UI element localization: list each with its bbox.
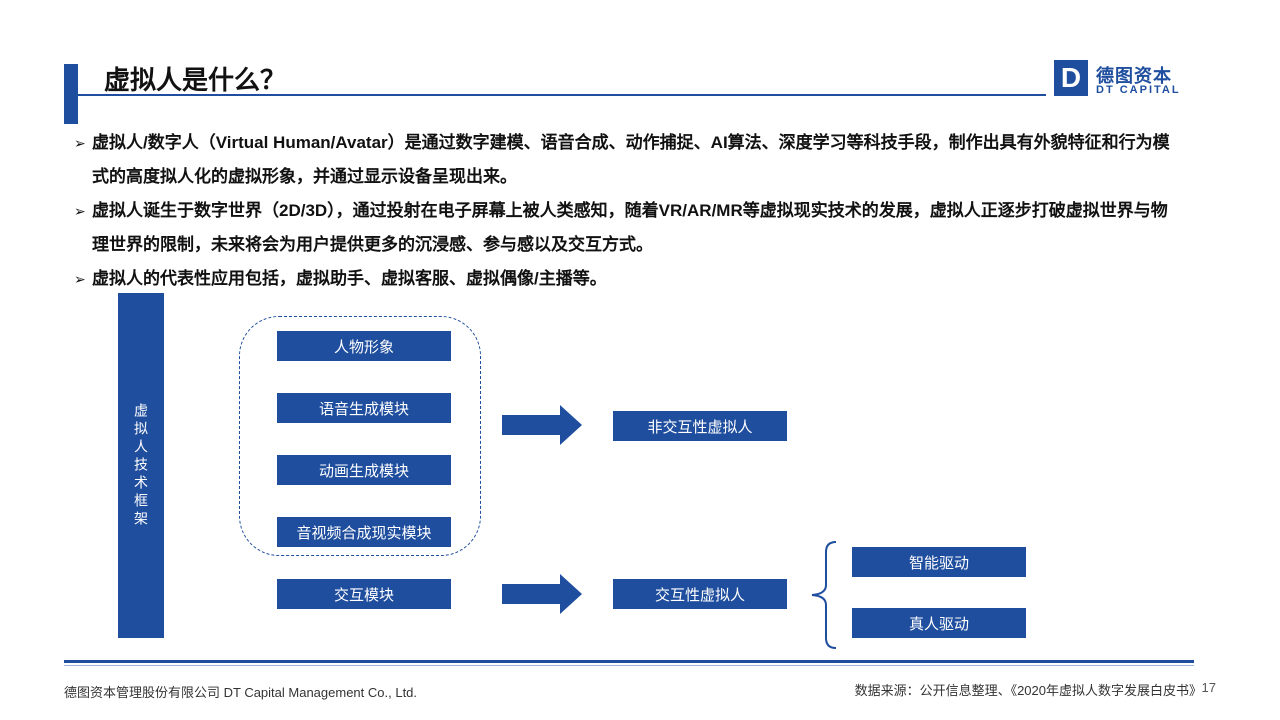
title-accent-bar xyxy=(64,64,78,124)
footer-company: 德图资本管理股份有限公司 DT Capital Management Co., … xyxy=(64,685,418,700)
footer-divider xyxy=(64,660,1194,663)
bullet-item-1: ➢ 虚拟人/数字人（Virtual Human/Avatar）是通过数字建模、语… xyxy=(74,126,1184,194)
module-box-interaction: 交互模块 xyxy=(277,579,451,609)
framework-sidebar: 虚拟人技术框架 xyxy=(118,293,164,638)
bullet-text-1: 虚拟人/数字人（Virtual Human/Avatar）是通过数字建模、语音合… xyxy=(92,133,1170,186)
driver-box-intelligent: 智能驱动 xyxy=(852,547,1026,577)
curly-brace-icon xyxy=(811,541,837,649)
dt-capital-logo: D 德图资本 DT CAPITAL xyxy=(1054,60,1184,100)
bullet-text-3: 虚拟人的代表性应用包括，虚拟助手、虚拟客服、虚拟偶像/主播等。 xyxy=(92,269,607,288)
arrow-right-icon xyxy=(502,574,582,614)
page-number: 17 xyxy=(1201,680,1216,695)
module-group-outline xyxy=(239,316,481,556)
module-box-animation: 动画生成模块 xyxy=(277,455,451,485)
bullet-item-2: ➢ 虚拟人诞生于数字世界（2D/3D），通过投射在电子屏幕上被人类感知，随着VR… xyxy=(74,194,1184,262)
footer-divider-thin xyxy=(64,665,1194,666)
logo-english-name: DT CAPITAL xyxy=(1096,84,1181,96)
module-box-av-synthesis: 音视频合成现实模块 xyxy=(277,517,451,547)
bullet-arrow-icon: ➢ xyxy=(74,203,86,219)
driver-box-human: 真人驱动 xyxy=(852,608,1026,638)
bullet-arrow-icon: ➢ xyxy=(74,135,86,151)
module-box-character: 人物形象 xyxy=(277,331,451,361)
bullet-item-3: ➢ 虚拟人的代表性应用包括，虚拟助手、虚拟客服、虚拟偶像/主播等。 xyxy=(74,262,1184,296)
bullet-arrow-icon: ➢ xyxy=(74,271,86,287)
footer-source: 数据来源：公开信息整理、《2020年虚拟人数字发展白皮书》 xyxy=(854,683,1202,698)
logo-mark: D xyxy=(1054,60,1088,96)
title-underline xyxy=(78,94,1046,96)
bullet-text-2: 虚拟人诞生于数字世界（2D/3D），通过投射在电子屏幕上被人类感知，随着VR/A… xyxy=(92,201,1168,254)
arrow-right-icon xyxy=(502,405,582,445)
framework-sidebar-label: 虚拟人技术框架 xyxy=(133,402,149,529)
module-box-voice: 语音生成模块 xyxy=(277,393,451,423)
page-title: 虚拟人是什么？ xyxy=(104,65,287,95)
logo-chinese-name: 德图资本 xyxy=(1096,66,1172,86)
bullet-list: ➢ 虚拟人/数字人（Virtual Human/Avatar）是通过数字建模、语… xyxy=(74,126,1184,296)
output-box-non-interactive: 非交互性虚拟人 xyxy=(613,411,787,441)
output-box-interactive: 交互性虚拟人 xyxy=(613,579,787,609)
